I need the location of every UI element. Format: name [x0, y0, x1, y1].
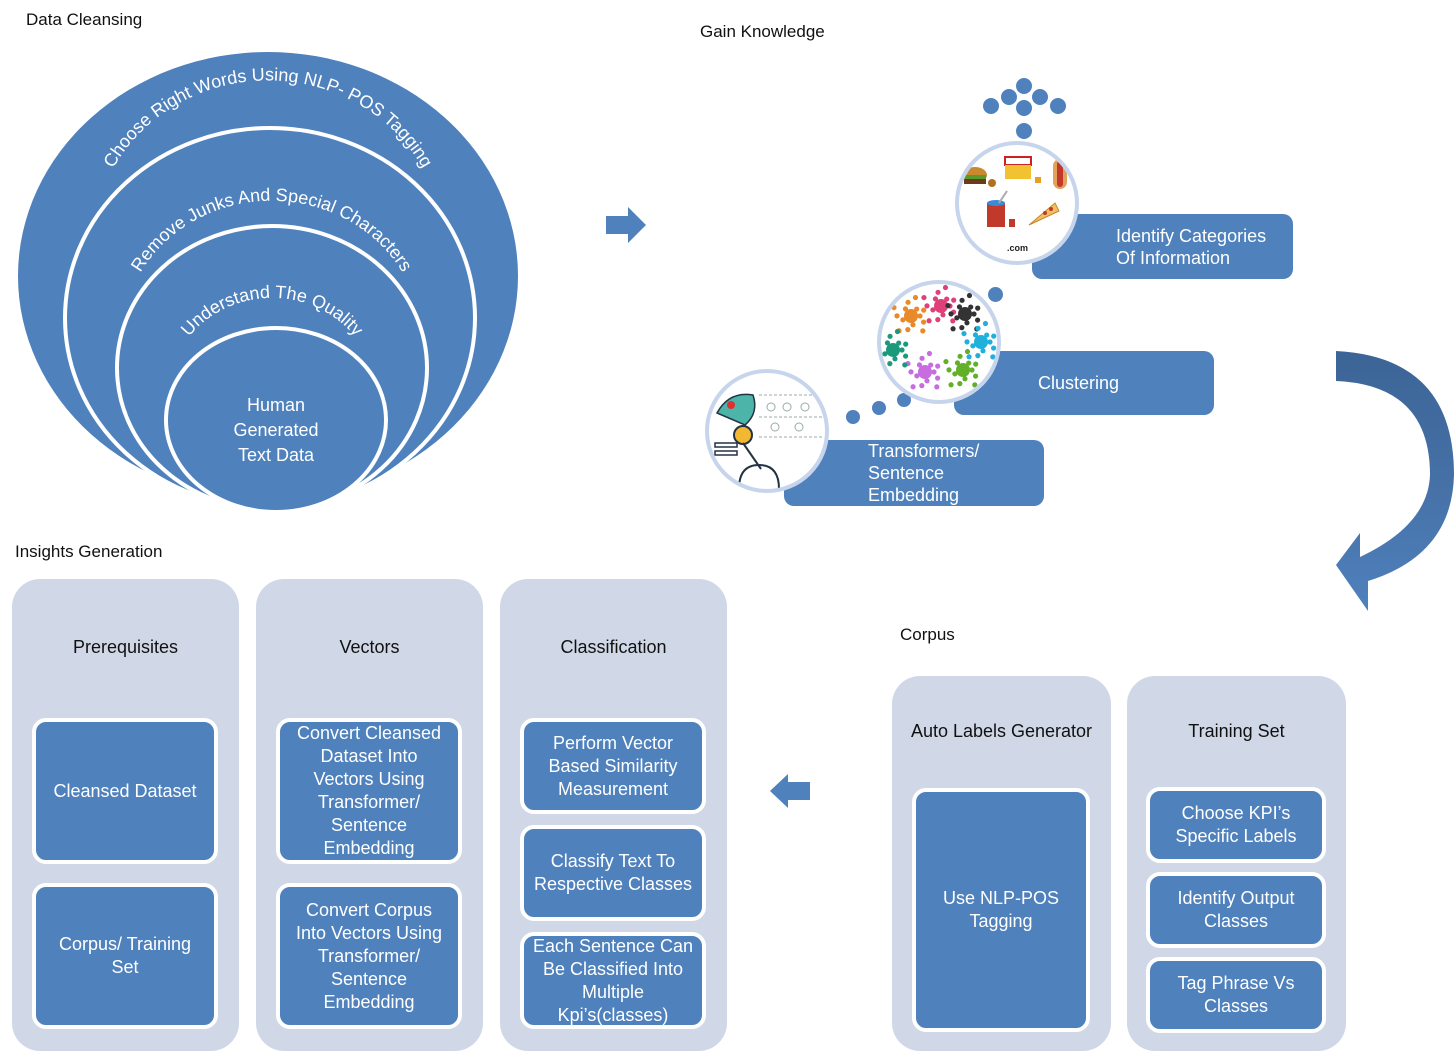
- convert-cleansed-dataset-box: Convert Cleansed Dataset Into Vectors Us…: [276, 718, 462, 864]
- panel-title: Auto Labels Generator: [910, 721, 1093, 741]
- dot: [1050, 98, 1066, 114]
- corpus-training-set-box: Corpus/ Training Set: [32, 883, 218, 1029]
- robot-ai-thumbnail: [705, 369, 829, 493]
- dot: [1016, 100, 1032, 116]
- convert-corpus-box: Convert Corpus Into Vectors Using Transf…: [276, 883, 462, 1029]
- dot: [872, 401, 886, 415]
- panel-title: Classification: [560, 637, 667, 657]
- vector-similarity-box: Perform Vector Based Similarity Measurem…: [520, 718, 706, 814]
- classification-panel: Classification Perform Vector Based Simi…: [500, 579, 727, 1051]
- classify-text-box: Classify Text To Respective Classes: [520, 825, 706, 921]
- svg-text:.com: .com: [1007, 243, 1028, 253]
- gain-knowledge-title: Gain Knowledge: [700, 22, 825, 41]
- panel-title: Prerequisites: [72, 637, 179, 657]
- multi-kpi-classification-box: Each Sentence Can Be Classified Into Mul…: [520, 932, 706, 1029]
- dot: [897, 393, 911, 407]
- dot: [1016, 123, 1032, 139]
- choose-kpi-labels-box: Choose KPI’s Specific Labels: [1146, 787, 1326, 863]
- core-ring: [164, 326, 388, 514]
- identify-output-classes-box: Identify Output Classes: [1146, 872, 1326, 948]
- vectors-panel: Vectors Convert Cleansed Dataset Into Ve…: [256, 579, 483, 1051]
- dot: [846, 410, 860, 424]
- dot: [988, 287, 1003, 302]
- core-label: Human Generated Text Data: [233, 395, 319, 465]
- step-transformers: Transformers/ Sentence Embedding: [784, 440, 1044, 506]
- step-identify-categories: Identify Categories Of Information: [1032, 214, 1293, 279]
- tag-phrase-box: Tag Phrase Vs Classes: [1146, 957, 1326, 1033]
- panel-title: Vectors: [339, 637, 400, 657]
- cleansed-dataset-box: Cleansed Dataset: [32, 718, 218, 864]
- data-cleansing-rings: Choose Right Words Using NLP- POS Taggin…: [18, 52, 518, 514]
- auto-labels-panel: Auto Labels Generator Use NLP-POS Taggin…: [892, 676, 1111, 1051]
- dot: [1032, 89, 1048, 105]
- dot: [1016, 78, 1032, 94]
- cluster-graph-thumbnail: [877, 280, 1001, 404]
- use-nlp-pos-box: Use NLP-POS Tagging: [912, 788, 1090, 1032]
- data-cleansing-title: Data Cleansing: [26, 10, 143, 29]
- dot: [1001, 89, 1017, 105]
- prerequisites-panel: Prerequisites Cleansed Dataset Corpus/ T…: [12, 579, 239, 1051]
- curved-down-arrow-icon: [1336, 351, 1454, 611]
- training-set-panel: Training Set Choose KPI’s Specific Label…: [1127, 676, 1346, 1051]
- dot: [983, 98, 999, 114]
- panel-title: Training Set: [1188, 721, 1285, 741]
- food-category-thumbnail: .com: [955, 141, 1079, 265]
- corpus-title: Corpus: [900, 625, 955, 644]
- insights-generation-title: Insights Generation: [15, 542, 163, 561]
- left-arrow-icon: [770, 774, 810, 808]
- right-arrow-icon: [606, 207, 646, 243]
